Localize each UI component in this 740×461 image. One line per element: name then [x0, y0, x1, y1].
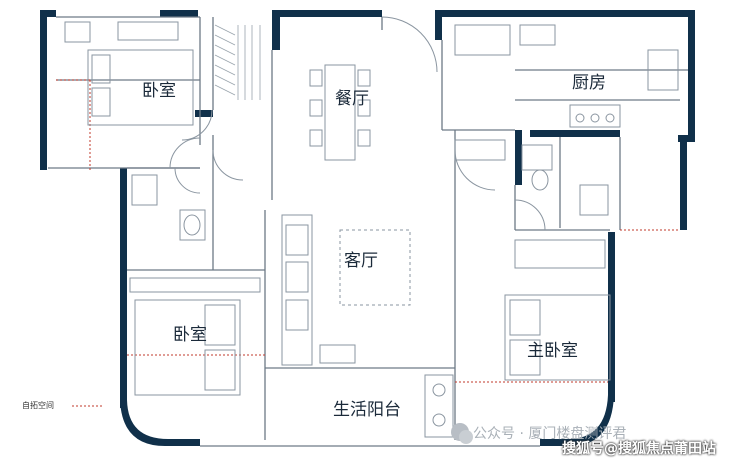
bed-master: [504, 239, 611, 381]
watermark-site: 搜狐号@搜狐焦点莆田站: [562, 441, 716, 457]
legend-label: 自拓空间: [22, 401, 54, 410]
balcony-fixtures: [424, 374, 454, 438]
exterior-walls: [40, 10, 695, 446]
wardrobe-nw: [214, 24, 261, 100]
living-sofa: [281, 214, 411, 366]
room-label-kitchen: 厨房: [572, 73, 606, 93]
wechat-icon: [451, 423, 473, 444]
interior-walls: [48, 16, 688, 447]
bed-sw: [129, 277, 261, 396]
watermark-official-account: 公众号 · 厦门楼盘测评君: [473, 426, 627, 442]
room-label-bedroom-sw: 卧室: [173, 325, 207, 345]
room-label-living: 客厅: [344, 251, 378, 271]
room-label-dining: 餐厅: [335, 89, 369, 109]
room-label-master-bedroom: 主卧室: [527, 341, 578, 361]
bathroom-fixtures: [131, 139, 609, 241]
kitchen-counters: [454, 24, 679, 128]
room-label-balcony: 生活阳台: [333, 400, 401, 420]
room-label-bedroom-nw: 卧室: [142, 81, 176, 101]
door-swings: [169, 16, 546, 231]
dining-table: [309, 64, 371, 161]
bed-nw: [64, 21, 194, 126]
